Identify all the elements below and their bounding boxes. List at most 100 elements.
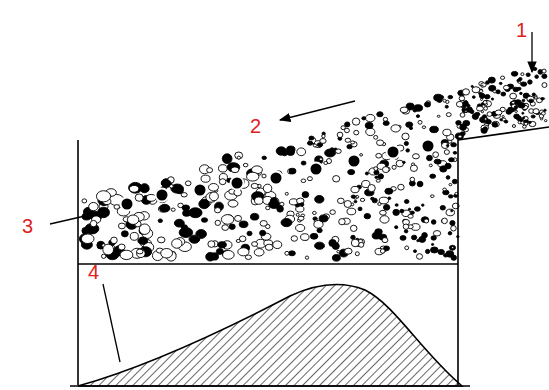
particle	[301, 161, 306, 165]
particle	[350, 225, 357, 231]
particle	[448, 195, 453, 198]
particle	[529, 121, 531, 123]
particle	[277, 206, 284, 213]
particle	[137, 249, 146, 257]
particle	[335, 149, 341, 153]
callout-number: 2	[250, 116, 261, 136]
particle	[451, 255, 457, 260]
particle	[235, 215, 242, 221]
particle	[414, 105, 423, 112]
particle	[229, 224, 235, 229]
particle	[541, 112, 545, 115]
particle	[337, 132, 343, 137]
particle	[289, 168, 296, 174]
particle	[451, 226, 457, 231]
particle	[445, 105, 448, 108]
particle	[228, 200, 238, 207]
particle	[276, 147, 286, 155]
particle	[455, 133, 463, 139]
particle	[179, 227, 192, 237]
particle	[462, 89, 469, 95]
particle	[443, 188, 447, 191]
particle	[535, 75, 539, 79]
particle	[443, 99, 446, 102]
particle	[243, 163, 248, 166]
particle	[252, 242, 258, 247]
particle	[219, 165, 228, 172]
particle	[512, 125, 515, 128]
particle	[183, 210, 191, 216]
particle	[442, 142, 449, 148]
particle	[391, 125, 400, 132]
particle	[544, 109, 546, 111]
screen-frame	[70, 127, 549, 386]
particle	[380, 249, 385, 253]
particle-bed	[79, 67, 547, 261]
particle	[287, 146, 296, 153]
particle	[393, 209, 400, 215]
particle	[492, 122, 498, 127]
particle	[247, 231, 252, 235]
particle	[376, 179, 380, 182]
particle	[408, 208, 410, 210]
particle	[118, 223, 125, 229]
particle	[416, 115, 419, 118]
particle	[446, 209, 454, 216]
particle	[223, 250, 235, 259]
particle	[315, 242, 325, 249]
particle	[365, 172, 368, 175]
particle	[431, 243, 433, 245]
particle	[376, 140, 383, 146]
particle	[355, 252, 359, 256]
particle	[541, 98, 544, 100]
particle	[422, 126, 426, 129]
particle	[375, 176, 378, 179]
particle	[518, 102, 525, 108]
particle	[262, 174, 266, 178]
particle	[444, 150, 449, 155]
particle	[309, 136, 314, 140]
particle	[411, 235, 416, 240]
particle	[433, 231, 440, 236]
particle	[491, 98, 493, 100]
particle	[159, 204, 170, 212]
particle	[324, 161, 328, 164]
particle	[322, 135, 325, 138]
particle	[222, 154, 232, 164]
particle	[161, 248, 173, 258]
particle	[285, 251, 289, 255]
particle	[402, 133, 409, 140]
particle	[402, 161, 405, 163]
particle	[521, 73, 524, 76]
particle	[451, 143, 457, 147]
particle	[431, 220, 436, 225]
particle	[479, 93, 485, 98]
particle	[139, 224, 150, 234]
particle	[400, 107, 408, 113]
particle	[332, 255, 340, 262]
large-particle	[156, 189, 169, 202]
particle	[531, 115, 535, 118]
particle	[378, 174, 384, 179]
particle	[329, 240, 337, 247]
particle	[351, 142, 357, 147]
particle	[413, 250, 416, 253]
particle	[484, 118, 487, 120]
particle	[451, 210, 453, 212]
leader-line	[103, 284, 120, 362]
particle	[296, 213, 299, 216]
particle	[395, 226, 398, 229]
particle	[425, 249, 429, 253]
particle	[499, 82, 502, 84]
particle	[522, 112, 524, 114]
particle	[501, 92, 506, 96]
particle	[517, 87, 521, 90]
particle	[520, 92, 523, 94]
particle	[463, 101, 469, 106]
particle	[448, 95, 453, 98]
particle	[404, 141, 408, 145]
particle	[412, 154, 419, 159]
particle	[475, 112, 480, 116]
particle	[360, 154, 363, 156]
particle	[347, 208, 356, 215]
